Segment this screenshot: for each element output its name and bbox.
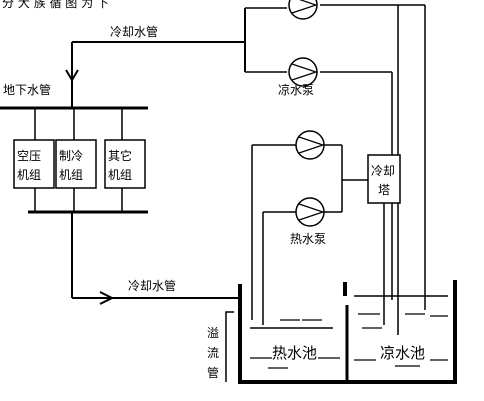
cooling-tower-line1: 冷却 bbox=[371, 164, 395, 178]
cooling-tower-line2: 塔 bbox=[378, 183, 390, 197]
cold-water-pump-label: 凉水泵 bbox=[278, 82, 314, 97]
air-compressor-line1: 空压 bbox=[17, 149, 41, 163]
pool-walls bbox=[238, 280, 457, 384]
bottom-cooling-pipe-label: 冷却水管 bbox=[128, 278, 176, 293]
hot-water-pump-label: 热水泵 bbox=[290, 232, 326, 246]
other-unit: 其它 机组 bbox=[104, 139, 146, 189]
cold-water-pool-label: 凉水池 bbox=[380, 344, 425, 362]
header-text: 分 大 族 循 图 为 下 bbox=[2, 0, 109, 10]
top-cooling-pipe bbox=[65, 4, 398, 108]
other-unit-line2: 机组 bbox=[108, 168, 132, 182]
air-compressor-line2: 机组 bbox=[17, 168, 41, 182]
cooling-tower: 冷却 塔 bbox=[367, 154, 401, 204]
cold-water-pump-icon bbox=[288, 57, 318, 87]
hot-water-pool-label: 热水池 bbox=[272, 344, 317, 362]
overflow-pipe bbox=[225, 311, 234, 382]
other-unit-line1: 其它 bbox=[108, 148, 132, 163]
upper-hot-pump-icon bbox=[295, 130, 325, 160]
hot-pool-water-lines bbox=[250, 319, 340, 369]
drain-pipe-char2: 流 bbox=[207, 346, 219, 360]
air-compressor-unit: 空压 机组 bbox=[13, 139, 55, 189]
drain-pipe-char1: 溢 bbox=[207, 326, 219, 340]
upper-cold-pump-icon bbox=[288, 0, 318, 20]
groundwater-pipe-label: 地下水管 bbox=[3, 82, 51, 97]
cold-pool-water-lines bbox=[354, 295, 448, 367]
bottom-cooling-pipe bbox=[71, 212, 240, 305]
hot-water-pump-icon bbox=[295, 197, 325, 227]
drain-pipe-char3: 管 bbox=[207, 365, 219, 380]
refrigeration-line2: 机组 bbox=[59, 168, 83, 182]
refrigeration-unit: 制冷 机组 bbox=[55, 139, 97, 189]
refrigeration-line1: 制冷 bbox=[59, 149, 83, 163]
top-cooling-pipe-label: 冷却水管 bbox=[110, 24, 158, 39]
